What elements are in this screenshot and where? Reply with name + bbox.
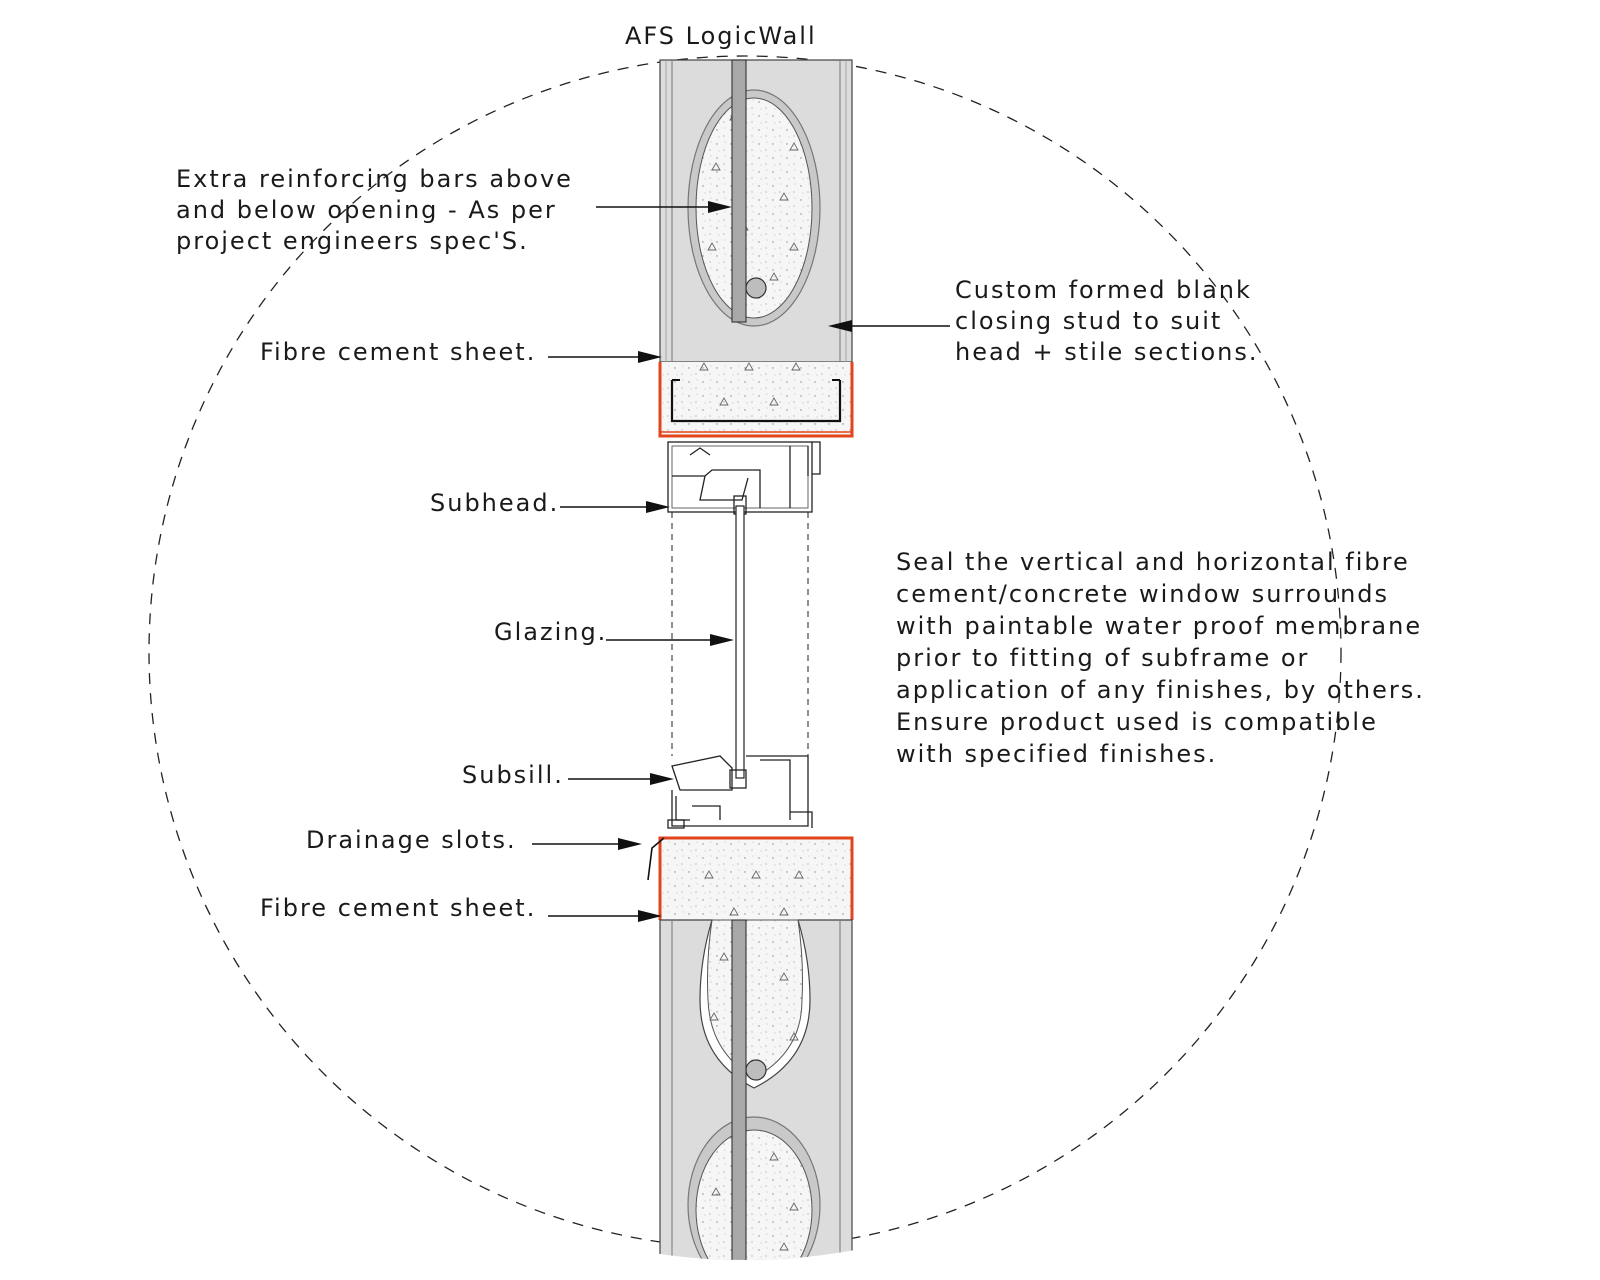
fibre-cement-bottom-label: Fibre cement sheet. [260,894,536,922]
subhead-profile [667,441,821,515]
reinforcing-label-line-1: Extra reinforcing bars above [176,165,573,193]
drainage-callout: Drainage slots. [306,826,642,854]
closing-stud-callout: Custom formed blank closing stud to suit… [828,276,1259,366]
upper-wall-panel [659,59,853,363]
glazing-label: Glazing. [494,618,607,646]
glazing-callout: Glazing. [494,618,734,646]
subsill-label: Subsill. [462,761,564,789]
seal-note-line-4: prior to fitting of subframe or [896,644,1309,672]
seal-note-line-7: with specified finishes. [896,740,1217,768]
lower-wall-panel [659,919,853,1260]
subsill-callout: Subsill. [462,761,674,789]
subhead-label: Subhead. [430,489,559,517]
drawing-title: AFS LogicWall [625,22,817,50]
seal-note-line-3: with paintable water proof membrane [896,612,1422,640]
closing-stud-label-line-3: head + stile sections. [955,338,1259,366]
seal-note: Seal the vertical and horizontal fibre c… [896,548,1425,768]
closing-stud-label-line-1: Custom formed blank [955,276,1252,304]
detail-boundary-circle [148,55,1342,1249]
closing-stud-label-line-2: closing stud to suit [955,307,1222,335]
subhead-callout: Subhead. [430,489,670,517]
glazing-pane [735,505,745,779]
lower-fibre-cement-block [647,836,854,920]
reveal-lines [671,512,809,756]
drainage-label: Drainage slots. [306,826,517,854]
subsill-profile [667,755,813,829]
reinforcing-label-line-3: project engineers spec'S. [176,227,529,255]
fibre-cement-bottom-callout: Fibre cement sheet. [260,894,662,922]
reinforcing-callout: Extra reinforcing bars above and below o… [176,165,732,255]
reinforcing-label-line-2: and below opening - As per [176,196,557,224]
seal-note-line-1: Seal the vertical and horizontal fibre [896,548,1410,576]
fibre-cement-top-callout: Fibre cement sheet. [260,338,662,366]
seal-note-line-5: application of any finishes, by others. [896,676,1425,704]
fibre-cement-top-label: Fibre cement sheet. [260,338,536,366]
seal-note-line-6: Ensure product used is compatible [896,708,1378,736]
seal-note-line-2: cement/concrete window surrounds [896,580,1389,608]
upper-fibre-cement-block [658,362,854,438]
